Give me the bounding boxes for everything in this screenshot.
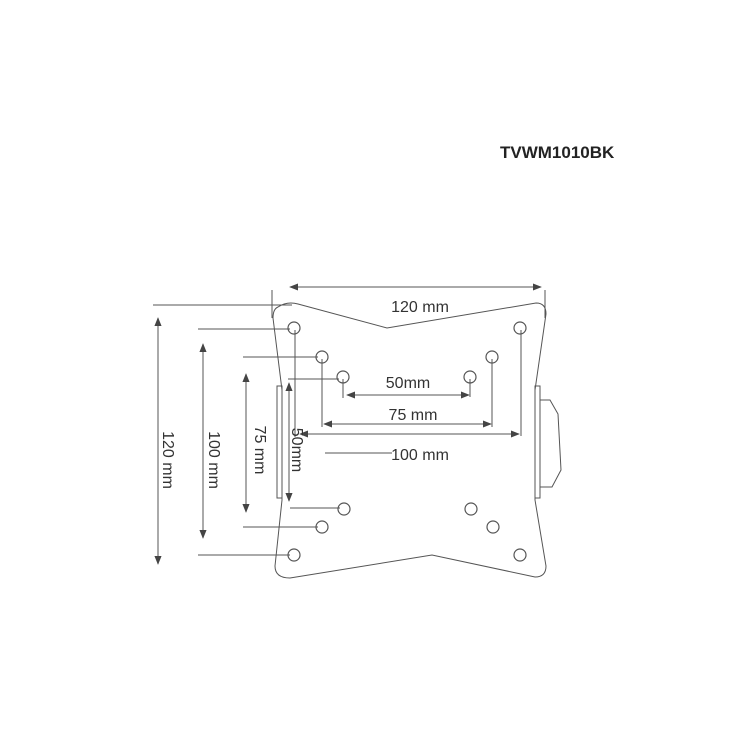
h-50-label: 50mm xyxy=(386,375,430,392)
v-50-label: 50mm xyxy=(288,428,305,472)
mounting-plate xyxy=(272,302,547,579)
h-75-label: 75 mm xyxy=(389,407,438,424)
h-100-label: 100 mm xyxy=(391,447,449,464)
right-slot xyxy=(534,385,541,499)
extension-lines xyxy=(153,290,546,556)
model-number: TVWM1010BK xyxy=(500,143,615,162)
v-75-label: 75 mm xyxy=(251,426,268,475)
tilt-bracket xyxy=(540,399,562,488)
dimension-arrows xyxy=(154,283,542,565)
width-overall-label: 120 mm xyxy=(391,299,449,316)
height-overall-label: 120 mm xyxy=(159,431,176,489)
mounting-holes xyxy=(287,321,527,562)
left-slot xyxy=(276,385,283,499)
v-100-label: 100 mm xyxy=(205,431,222,489)
